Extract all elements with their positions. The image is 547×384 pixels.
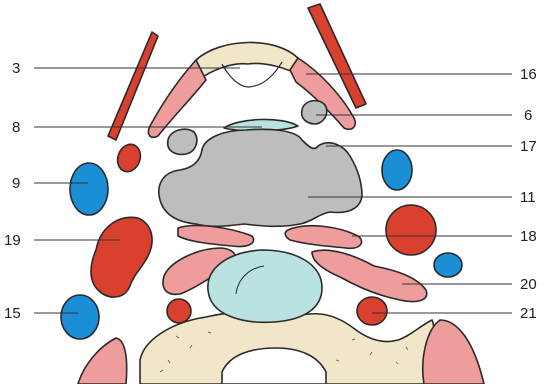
left-lower-red-artery: [167, 299, 191, 323]
right-large-red-artery: [386, 205, 436, 255]
label-8: 8: [12, 119, 20, 136]
bottom-left-muscle: [78, 338, 127, 384]
left-small-red-artery: [114, 141, 144, 175]
right-lower-prevertebral-muscle-20: [312, 250, 427, 301]
label-19: 19: [4, 232, 21, 249]
bottom-right-muscle: [423, 320, 484, 384]
label-21: 21: [520, 305, 537, 322]
label-17: 17: [520, 138, 537, 155]
left-large-red-artery-19: [91, 217, 152, 297]
right-blue-vein: [382, 150, 412, 190]
left-blue-vein-15: [61, 295, 99, 339]
label-15: 15: [4, 305, 21, 322]
teal-vertebral-disc: [208, 250, 322, 322]
thyroid-cartilage: [196, 42, 304, 80]
label-20: 20: [520, 276, 537, 293]
label-16: 16: [520, 66, 537, 83]
right-lower-red-artery-21: [357, 297, 387, 325]
right-small-blue-vein: [434, 253, 462, 277]
label-9: 9: [12, 175, 20, 192]
label-3: 3: [12, 60, 20, 77]
left-upper-prevertebral-muscle: [178, 226, 254, 247]
left-small-gland: [168, 129, 197, 154]
label-6: 6: [524, 107, 532, 124]
right-upper-prevertebral-muscle-18: [285, 226, 361, 249]
left-arch-muscle: [148, 60, 206, 137]
label-11: 11: [520, 189, 536, 206]
label-18: 18: [520, 228, 537, 245]
left-blue-vein-9: [70, 163, 108, 215]
right-small-gland: [302, 101, 327, 124]
